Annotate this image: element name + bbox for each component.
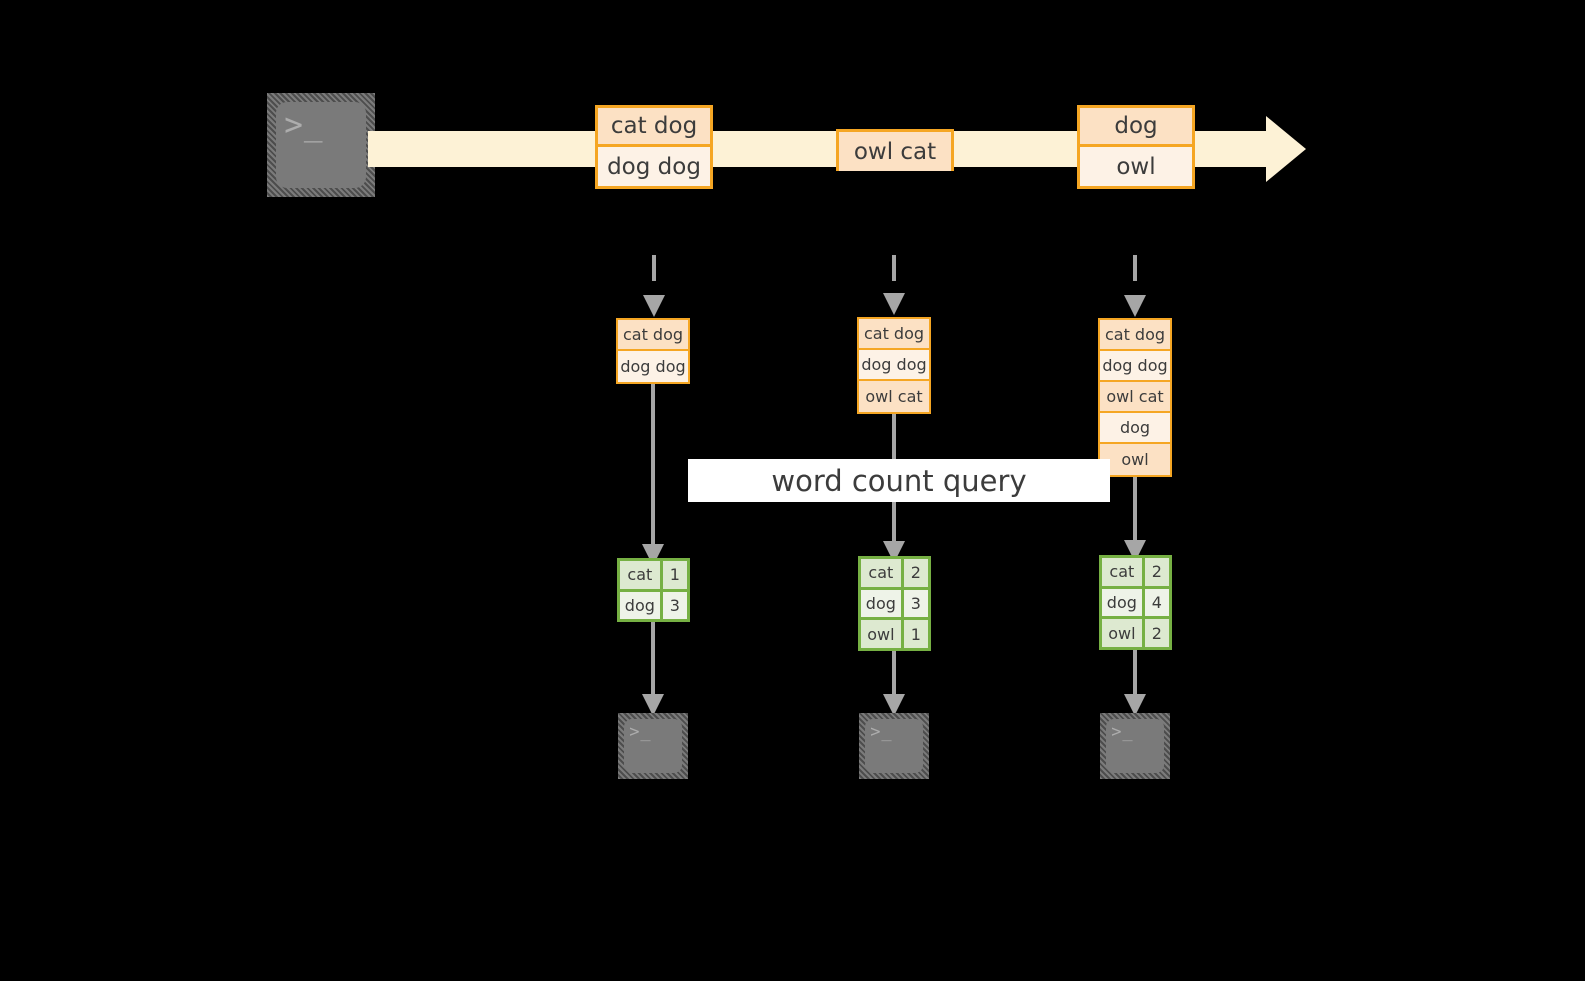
snapshot-3-sink-arrow-head [1124,694,1146,716]
snapshot-1-sink-arrow-head [642,694,664,716]
snapshot-1-result-table[interactable]: cat 1 dog 3 [617,558,690,622]
snapshot-3-record-stack[interactable]: cat dog dog dog owl cat dog owl [1098,318,1172,477]
result-word: cat [861,559,904,587]
snapshot-1-sink-arrow-line [651,622,655,702]
snapshot-3-sink-terminal-icon[interactable]: >_ [1100,713,1170,779]
table-row: cat 2 [1102,558,1169,589]
table-row: cat 2 [861,559,928,590]
table-row: cat 1 [620,561,687,592]
source-terminal-icon[interactable]: >_ [267,93,375,197]
snapshot-3-sink-arrow-line [1133,650,1137,702]
snapshot-record: cat dog [618,320,688,351]
snapshot-3-result-table[interactable]: cat 2 dog 4 owl 2 [1099,555,1172,650]
stream-message-line: dog [1080,108,1192,147]
snapshot-record: dog dog [859,350,929,381]
terminal-screen [276,102,366,188]
snapshot-1-record-stack[interactable]: cat dog dog dog [616,318,690,384]
table-row: owl 2 [1102,619,1169,648]
result-word: dog [861,589,904,618]
result-word: dog [1102,588,1145,617]
table-row: owl 1 [861,620,928,649]
result-word: cat [620,561,663,589]
result-count: 3 [903,589,928,618]
snapshot-record: dog dog [618,351,688,382]
stream-message-1[interactable]: cat dog dog dog [595,105,713,189]
stream-message-line: cat dog [598,108,710,147]
stream-message-3[interactable]: dog owl [1077,105,1195,189]
result-count: 2 [903,559,928,587]
stream-message-line: owl cat [839,132,951,171]
snapshot-3-query-arrow-line [1133,477,1137,552]
result-count: 4 [1144,588,1169,617]
result-count: 1 [662,561,687,589]
snapshot-2-result-table[interactable]: cat 2 dog 3 owl 1 [858,556,931,651]
snapshot-2-record-stack[interactable]: cat dog dog dog owl cat [857,317,931,414]
stream-message-2[interactable]: owl cat [836,129,954,171]
query-label: word count query [771,463,1027,498]
snapshot-record: cat dog [1100,320,1170,351]
snapshot-2-sink-terminal-icon[interactable]: >_ [859,713,929,779]
result-word: owl [1102,619,1145,648]
snapshot-2-tap-arrow-line [892,255,896,300]
snapshot-1-tap-arrow-head [643,295,665,317]
result-word: cat [1102,558,1145,586]
stream-message-line: dog dog [598,147,710,186]
snapshot-2-sink-arrow-head [883,694,905,716]
snapshot-record: dog dog [1100,351,1170,382]
stream-arrowhead [1266,116,1306,182]
result-count: 2 [1144,619,1169,648]
word-count-query-banner: word count query [688,459,1110,502]
stream-message-line: owl [1080,147,1192,186]
terminal-prompt-glyph: >_ [629,721,652,742]
snapshot-2-sink-arrow-line [892,651,896,702]
table-row: dog 4 [1102,588,1169,620]
snapshot-1-query-arrow-line [651,384,655,552]
terminal-screen [624,719,682,773]
result-word: owl [861,620,904,649]
result-word: dog [620,591,663,619]
snapshot-record: owl cat [859,381,929,412]
terminal-prompt-glyph: >_ [1111,721,1134,742]
snapshot-record: owl cat [1100,382,1170,413]
result-count: 1 [903,620,928,649]
snapshot-3-tap-arrow-line [1133,255,1137,300]
snapshot-2-tap-arrow-head [883,293,905,315]
table-row: dog 3 [620,591,687,619]
snapshot-1-tap-arrow-line [652,255,656,300]
terminal-prompt-glyph: >_ [870,721,893,742]
snapshot-record: owl [1100,444,1170,475]
terminal-screen [865,719,923,773]
table-row: dog 3 [861,589,928,621]
snapshot-3-tap-arrow-head [1124,295,1146,317]
snapshot-record: cat dog [859,319,929,350]
terminal-screen [1106,719,1164,773]
result-count: 3 [662,591,687,619]
snapshot-record: dog [1100,413,1170,444]
result-count: 2 [1144,558,1169,586]
snapshot-1-sink-terminal-icon[interactable]: >_ [618,713,688,779]
terminal-prompt-glyph: >_ [284,106,324,143]
